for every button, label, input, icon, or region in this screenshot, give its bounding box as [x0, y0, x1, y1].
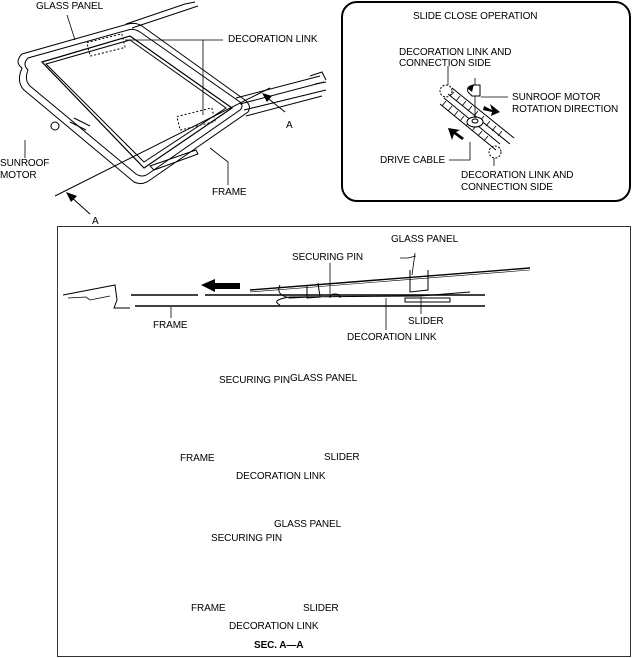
inset-title: SLIDE CLOSE OPERATION — [413, 11, 538, 22]
step-1-motion-arrow-left — [201, 279, 240, 292]
section-caption: SEC. A—A — [254, 640, 304, 651]
label-deco-link-bottom-1: DECORATION LINK AND — [461, 170, 574, 181]
label-frame: FRAME — [212, 187, 247, 198]
step-1-leader-lines — [170, 252, 422, 330]
step-2-label-decoration-link: DECORATION LINK — [236, 471, 326, 482]
label-decoration-link: DECORATION LINK — [228, 34, 318, 45]
step-2-label-slider: SLIDER — [324, 452, 360, 463]
label-drive-cable: DRIVE CABLE — [380, 155, 446, 166]
step-2-label-securing-pin: SECURING PIN — [219, 375, 291, 386]
step-1-cross-section — [62, 255, 531, 309]
overview-leader-lines — [24, 14, 229, 185]
label-glass-panel: GLASS PANEL — [36, 1, 104, 12]
label-sunroof-motor-1: SUNROOF — [0, 158, 50, 169]
slide-close-operation-inset — [341, 1, 631, 202]
inset-leader-lines — [447, 66, 508, 166]
step-1-label-slider: SLIDER — [408, 316, 444, 327]
section-a-a-panel — [57, 226, 631, 657]
label-motor-rotation-2: ROTATION DIRECTION — [512, 104, 619, 115]
step-3-label-decoration-link: DECORATION LINK — [229, 621, 319, 632]
step-3-label-slider: SLIDER — [303, 603, 339, 614]
label-deco-link-top-2: CONNECTION SIDE — [399, 58, 491, 69]
section-arrow-a-bottom — [66, 192, 91, 215]
label-sunroof-motor-2: MOTOR — [0, 170, 37, 181]
label-deco-link-top-1: DECORATION LINK AND — [399, 47, 512, 58]
sunroof-assembly-outline — [17, 1, 327, 197]
step-3-label-frame: FRAME — [191, 603, 226, 614]
label-motor-rotation-1: SUNROOF MOTOR — [512, 92, 601, 103]
sunroof-motor-shape — [50, 121, 60, 131]
connection-point-top — [439, 84, 453, 98]
label-section-a-top: A — [286, 120, 293, 131]
rotation-direction-icon — [467, 84, 481, 97]
step-1-label-securing-pin: SECURING PIN — [292, 252, 364, 263]
cable-direction-arrow-right — [483, 104, 500, 116]
step-1-label-frame: FRAME — [153, 320, 188, 331]
drive-cable-shape — [439, 87, 515, 151]
cable-direction-arrow-left — [448, 128, 464, 140]
step-3-label-securing-pin: SECURING PIN — [211, 533, 283, 544]
step-2-label-glass-panel: GLASS PANEL — [290, 373, 358, 384]
label-section-a-bottom: A — [92, 216, 99, 227]
connection-point-bottom — [488, 145, 502, 159]
step-2-label-frame: FRAME — [180, 453, 215, 464]
label-deco-link-bottom-2: CONNECTION SIDE — [461, 182, 553, 193]
step-1-label-decoration-link: DECORATION LINK — [347, 332, 437, 343]
step-1-label-glass-panel: GLASS PANEL — [391, 234, 459, 245]
step-3-label-glass-panel: GLASS PANEL — [274, 519, 342, 530]
section-arrow-a-top — [262, 93, 286, 113]
